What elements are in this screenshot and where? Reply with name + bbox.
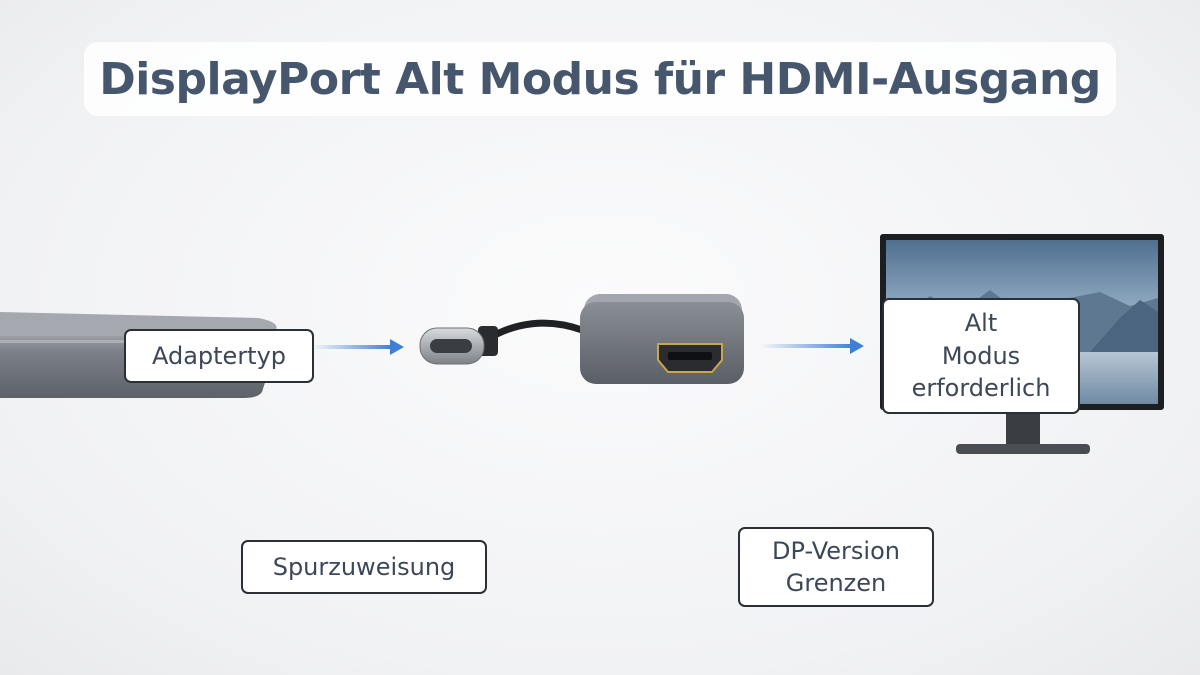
label-adapter-type: Adaptertyp (124, 329, 314, 383)
label-dp-version-limits: DP-Version Grenzen (738, 527, 934, 607)
label-lane-assignment: Spurzuweisung (241, 540, 487, 594)
title-banner: DisplayPort Alt Modus für HDMI-Ausgang (84, 42, 1116, 116)
arrow-right-icon (760, 338, 864, 354)
label-alt-mode-required: Alt Modus erforderlich (882, 298, 1080, 414)
label-alt-mode-line3: erforderlich (912, 372, 1051, 404)
label-dp-version-line1: DP-Version (772, 535, 900, 567)
usb-c-plug-icon (420, 323, 582, 364)
hdmi-port-icon (658, 344, 722, 372)
usb-c-to-hdmi-adapter-icon (580, 294, 744, 384)
label-alt-mode-line2: Modus (942, 340, 1020, 372)
label-lane-assignment-text: Spurzuweisung (273, 551, 456, 583)
label-alt-mode-line1: Alt (965, 307, 998, 339)
label-adapter-type-text: Adaptertyp (152, 340, 286, 372)
page-title: DisplayPort Alt Modus für HDMI-Ausgang (99, 54, 1101, 105)
arrow-right-icon (312, 339, 404, 355)
label-dp-version-line2: Grenzen (786, 567, 887, 599)
